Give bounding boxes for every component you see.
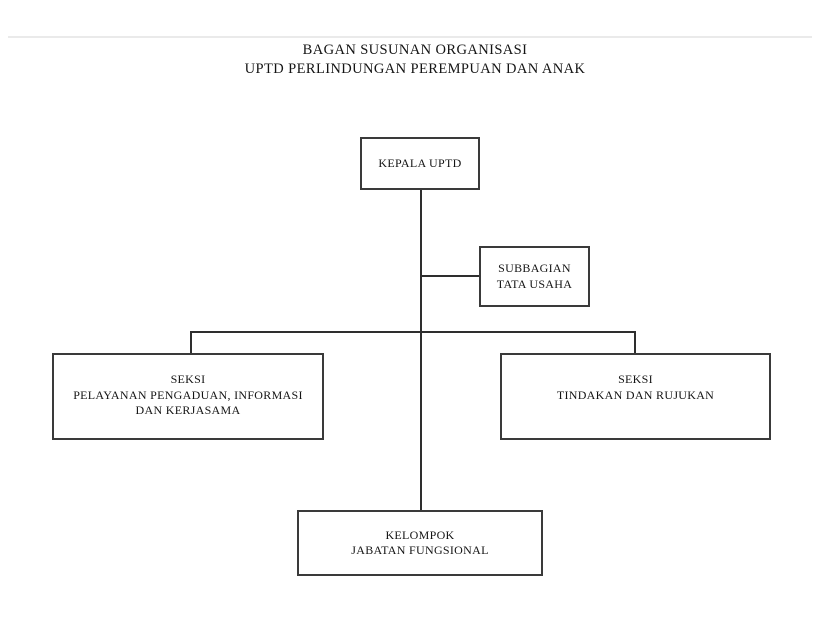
node-subbagian-tata-usaha: SUBBAGIAN TATA USAHA [479,246,590,307]
connector-trunk-vertical [420,190,422,510]
connector-subbagian-horizontal [421,275,479,277]
node-seksi-pelayanan-label-line3: DAN KERJASAMA [135,403,241,417]
node-seksi-pelayanan-label-line2: PELAYANAN PENGADUAN, INFORMASI [73,387,303,402]
node-seksi-pelayanan-pengaduan: SEKSI PELAYANAN PENGADUAN, INFORMASI DAN… [52,353,324,440]
node-kelompok-jabatan-fungsional: KELOMPOK JABATAN FUNGSIONAL [297,510,543,576]
node-kepala-uptd: KEPALA UPTD [360,137,480,190]
chart-title-line1: BAGAN SUSUNAN ORGANISASI [302,42,528,58]
node-seksi-tindakan-label-line1: SEKSI [618,372,653,386]
node-kelompok-label-line1: KELOMPOK [385,527,455,542]
connector-seksi-crossbar [190,331,636,333]
top-rule [8,36,812,38]
connector-seksi-right-drop [634,331,636,353]
node-seksi-tindakan-rujukan: SEKSI TINDAKAN DAN RUJUKAN [500,353,771,440]
chart-title: BAGAN SUSUNAN ORGANISASI UPTD PERLINDUNG… [0,41,830,78]
node-subbagian-label-line2: TATA USAHA [496,276,573,291]
node-seksi-pelayanan-label-line1: SEKSI [170,372,206,386]
node-seksi-tindakan-label-line2: TINDAKAN DAN RUJUKAN [556,387,715,402]
node-subbagian-label-line1: SUBBAGIAN [498,261,571,275]
node-kepala-uptd-label: KEPALA UPTD [378,155,462,170]
node-kelompok-label-line2: JABATAN FUNGSIONAL [351,543,489,557]
chart-title-line2: UPTD PERLINDUNGAN PEREMPUAN DAN ANAK [244,60,586,77]
connector-seksi-left-drop [190,331,192,353]
